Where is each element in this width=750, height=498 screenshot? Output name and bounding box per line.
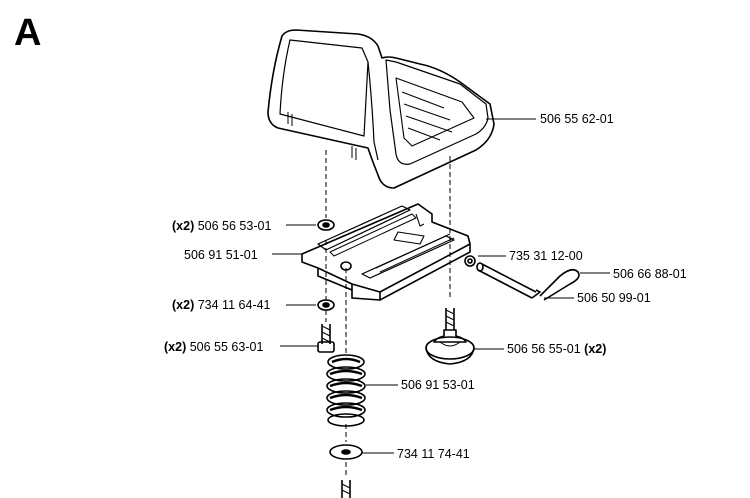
assembly-center-lines (325, 150, 451, 478)
bracket-part (301, 203, 471, 301)
washer-upper-part (317, 219, 335, 231)
hair-pin-part (539, 268, 580, 301)
bolt-part (317, 324, 335, 353)
leader-lines (272, 118, 610, 454)
washer-lower-part (317, 299, 335, 311)
nut-small-part (464, 255, 476, 267)
callout-washer-lower: (x2) 734 11 64-41 (172, 298, 271, 312)
callout-hair-pin: 506 66 88-01 (613, 267, 687, 281)
callout-bolt: (x2) 506 55 63-01 (164, 340, 264, 354)
seat-part (267, 29, 495, 189)
callout-bracket: 506 91 51-01 (184, 248, 258, 262)
spring-part (326, 354, 366, 427)
callout-knob: 506 56 55-01 (x2) (507, 342, 607, 356)
callout-seat: 506 55 62-01 (540, 112, 614, 126)
callout-washer-upper: (x2) 506 56 53-01 (172, 219, 272, 233)
knob-part (425, 308, 475, 365)
section-letter: A (14, 12, 42, 54)
callout-spring: 506 91 53-01 (401, 378, 475, 392)
washer-bottom-part (329, 444, 363, 460)
callout-pin: 506 50 99-01 (577, 291, 651, 305)
bottom-bolt-part (341, 480, 351, 498)
callout-washer-bottom: 734 11 74-41 (397, 447, 470, 461)
pin-part (476, 262, 541, 299)
callout-nut-small: 735 31 12-00 (509, 249, 583, 263)
